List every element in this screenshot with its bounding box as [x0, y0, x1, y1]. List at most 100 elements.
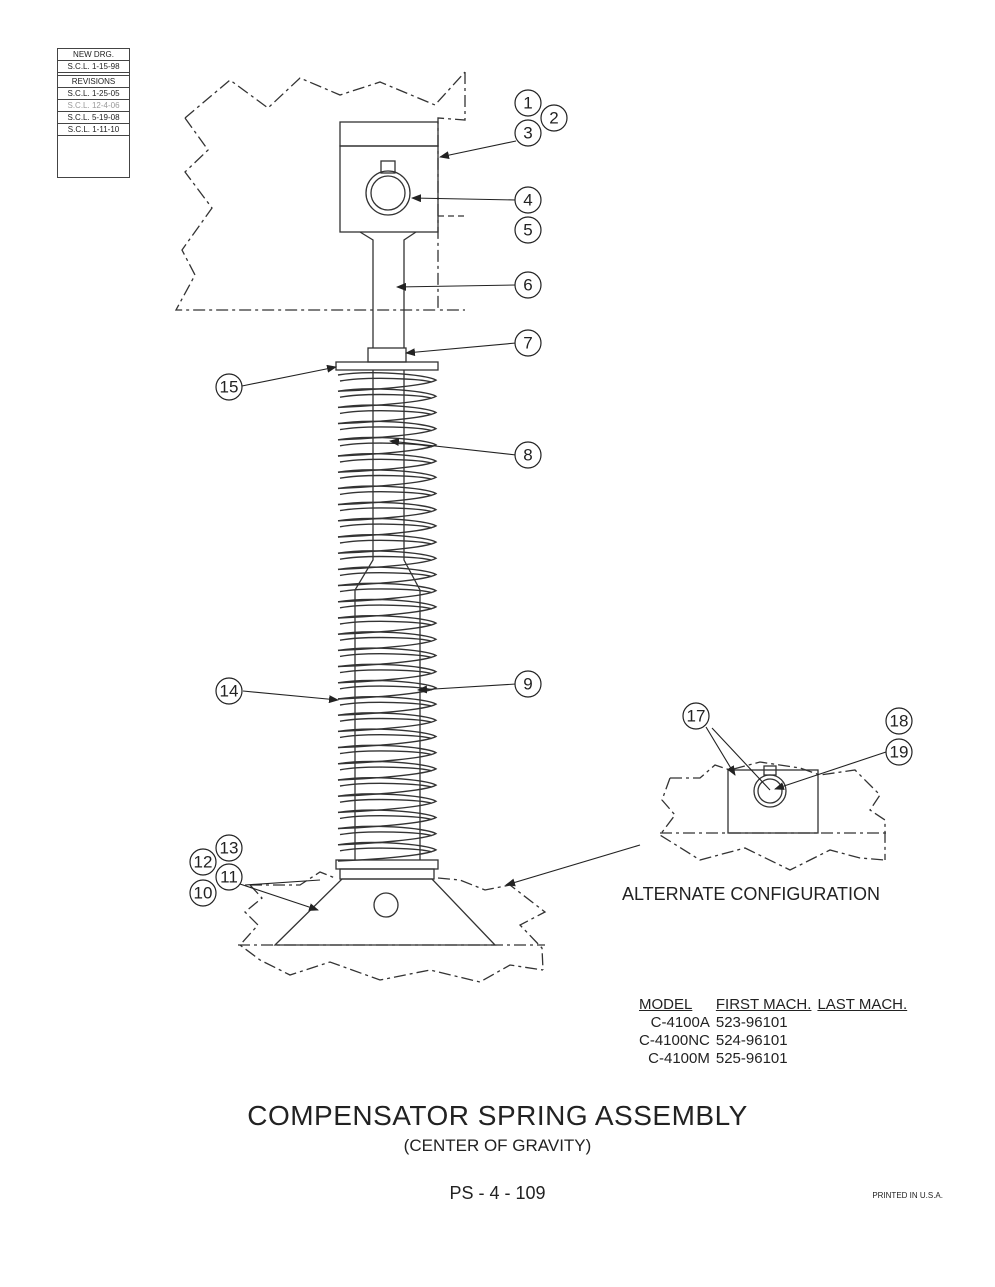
callout-19: 19 — [890, 743, 909, 762]
first-mach-header: FIRST MACH. — [715, 996, 812, 1013]
callout-balloon-4 — [514, 186, 542, 214]
callout-balloon-8 — [514, 441, 542, 469]
last-mach-cell — [814, 1050, 910, 1068]
callout-6: 6 — [523, 276, 532, 295]
spring-coil — [337, 598, 438, 619]
spring-coil — [337, 566, 438, 587]
alternate-configuration-label: ALTERNATE CONFIGURATION — [622, 884, 881, 904]
spring-coil — [337, 825, 438, 846]
alternate-configuration-detail — [659, 761, 886, 871]
callout-balloon-1 — [514, 89, 542, 117]
table-row: C-4100M 525-96101 — [636, 1050, 910, 1068]
last-mach-header: LAST MACH. — [817, 996, 908, 1013]
page-title: COMPENSATOR SPRING ASSEMBLY — [247, 1100, 748, 1131]
callout-balloon-9 — [514, 670, 542, 698]
upper-frame-outline — [184, 71, 466, 119]
spring-coil — [337, 372, 438, 392]
callout-balloon-13 — [215, 834, 243, 862]
spring-coil — [337, 534, 438, 554]
spring-coil — [337, 420, 438, 441]
page-number: PS - 4 - 109 — [449, 1183, 546, 1203]
pivot-bore — [365, 170, 411, 216]
alt-bracket-block — [727, 769, 819, 834]
callout-15: 15 — [220, 378, 239, 397]
model-cell: C-4100M — [648, 1050, 710, 1067]
leader-lines — [239, 140, 887, 911]
spring-coil — [337, 696, 438, 716]
first-mach-cell: 524-96101 — [715, 1032, 788, 1049]
callout-balloon-14 — [215, 677, 243, 705]
callout-balloon-7 — [514, 329, 542, 357]
base-hole — [373, 892, 399, 918]
revision-block: NEW DRG. S.C.L. 1-15-98 REVISIONS S.C.L.… — [57, 48, 130, 178]
spring-coil — [337, 615, 438, 635]
spring-base — [273, 878, 497, 946]
callout-8: 8 — [523, 446, 532, 465]
callout-10: 10 — [194, 884, 213, 903]
last-mach-cell — [814, 1014, 910, 1032]
callout-2: 2 — [549, 109, 558, 128]
first-mach-cell: 525-96101 — [715, 1050, 788, 1067]
spring-coil — [337, 388, 438, 409]
spring-coil — [337, 728, 438, 749]
lower-spring-plate — [335, 859, 439, 870]
callout-17: 17 — [687, 707, 706, 726]
spring-coil — [337, 453, 438, 473]
spring-coil — [337, 777, 438, 797]
bracket-top-plate — [339, 121, 439, 147]
callout-12: 12 — [194, 853, 213, 872]
spring-coil — [337, 517, 438, 538]
callout-balloon-11 — [215, 863, 243, 891]
callout-balloon-15 — [215, 373, 243, 401]
spring-coil — [337, 760, 438, 781]
revisions-label: REVISIONS — [58, 75, 129, 88]
callout-1: 1 — [523, 94, 532, 113]
alt-pivot-bore — [753, 774, 787, 808]
page-subtitle: (CENTER OF GRAVITY) — [403, 1136, 592, 1155]
spring-coil — [337, 841, 438, 862]
spring-coil — [337, 809, 438, 830]
revision-entry: S.C.L. 12-4-06 — [58, 100, 129, 112]
callout-balloon-2 — [540, 104, 568, 132]
new-drawing-date: S.C.L. 1-15-98 — [58, 61, 129, 73]
new-drawing-label: NEW DRG. — [58, 49, 129, 61]
bracket-block — [339, 145, 439, 233]
callout-4: 4 — [523, 191, 532, 210]
spring-coil — [337, 550, 438, 571]
rod-nut — [367, 347, 407, 363]
callout-18: 18 — [890, 712, 909, 731]
callout-14: 14 — [220, 682, 239, 701]
last-mach-cell — [814, 1032, 910, 1050]
callout-9: 9 — [523, 675, 532, 694]
callout-3: 3 — [523, 124, 532, 143]
revision-entry: S.C.L. 5-19-08 — [58, 112, 129, 124]
callout-balloon-6 — [514, 271, 542, 299]
spring-coil — [337, 469, 438, 490]
model-cell: C-4100NC — [639, 1032, 710, 1049]
spring-coil — [337, 501, 438, 522]
first-mach-cell: 523-96101 — [715, 1014, 788, 1031]
spring-coil — [337, 404, 438, 425]
callout-11: 11 — [220, 868, 238, 887]
callout-balloon-17 — [682, 702, 710, 730]
upper-spring-plate — [335, 361, 439, 371]
spring-coil — [337, 485, 438, 506]
callout-balloon-18 — [885, 707, 913, 735]
printed-in-usa: PRINTED IN U.S.A. — [872, 1191, 943, 1200]
revision-entry: S.C.L. 1-11-10 — [58, 124, 129, 136]
model-header: MODEL — [639, 996, 693, 1013]
spring-coil — [337, 712, 438, 733]
rod — [359, 231, 417, 348]
revision-entry: S.C.L. 1-25-05 — [58, 88, 129, 100]
compensator-spring — [337, 372, 438, 862]
spring-coil — [337, 744, 438, 765]
table-row: C-4100A 523-96101 — [636, 1014, 910, 1032]
callout-balloon-10 — [189, 879, 217, 907]
callout-balloon-12 — [189, 848, 217, 876]
callout-5: 5 — [523, 221, 532, 240]
base-support-outline — [250, 871, 547, 971]
spring-coil — [337, 647, 438, 668]
table-row: C-4100NC 524-96101 — [636, 1032, 910, 1050]
callout-balloon-3 — [514, 119, 542, 147]
